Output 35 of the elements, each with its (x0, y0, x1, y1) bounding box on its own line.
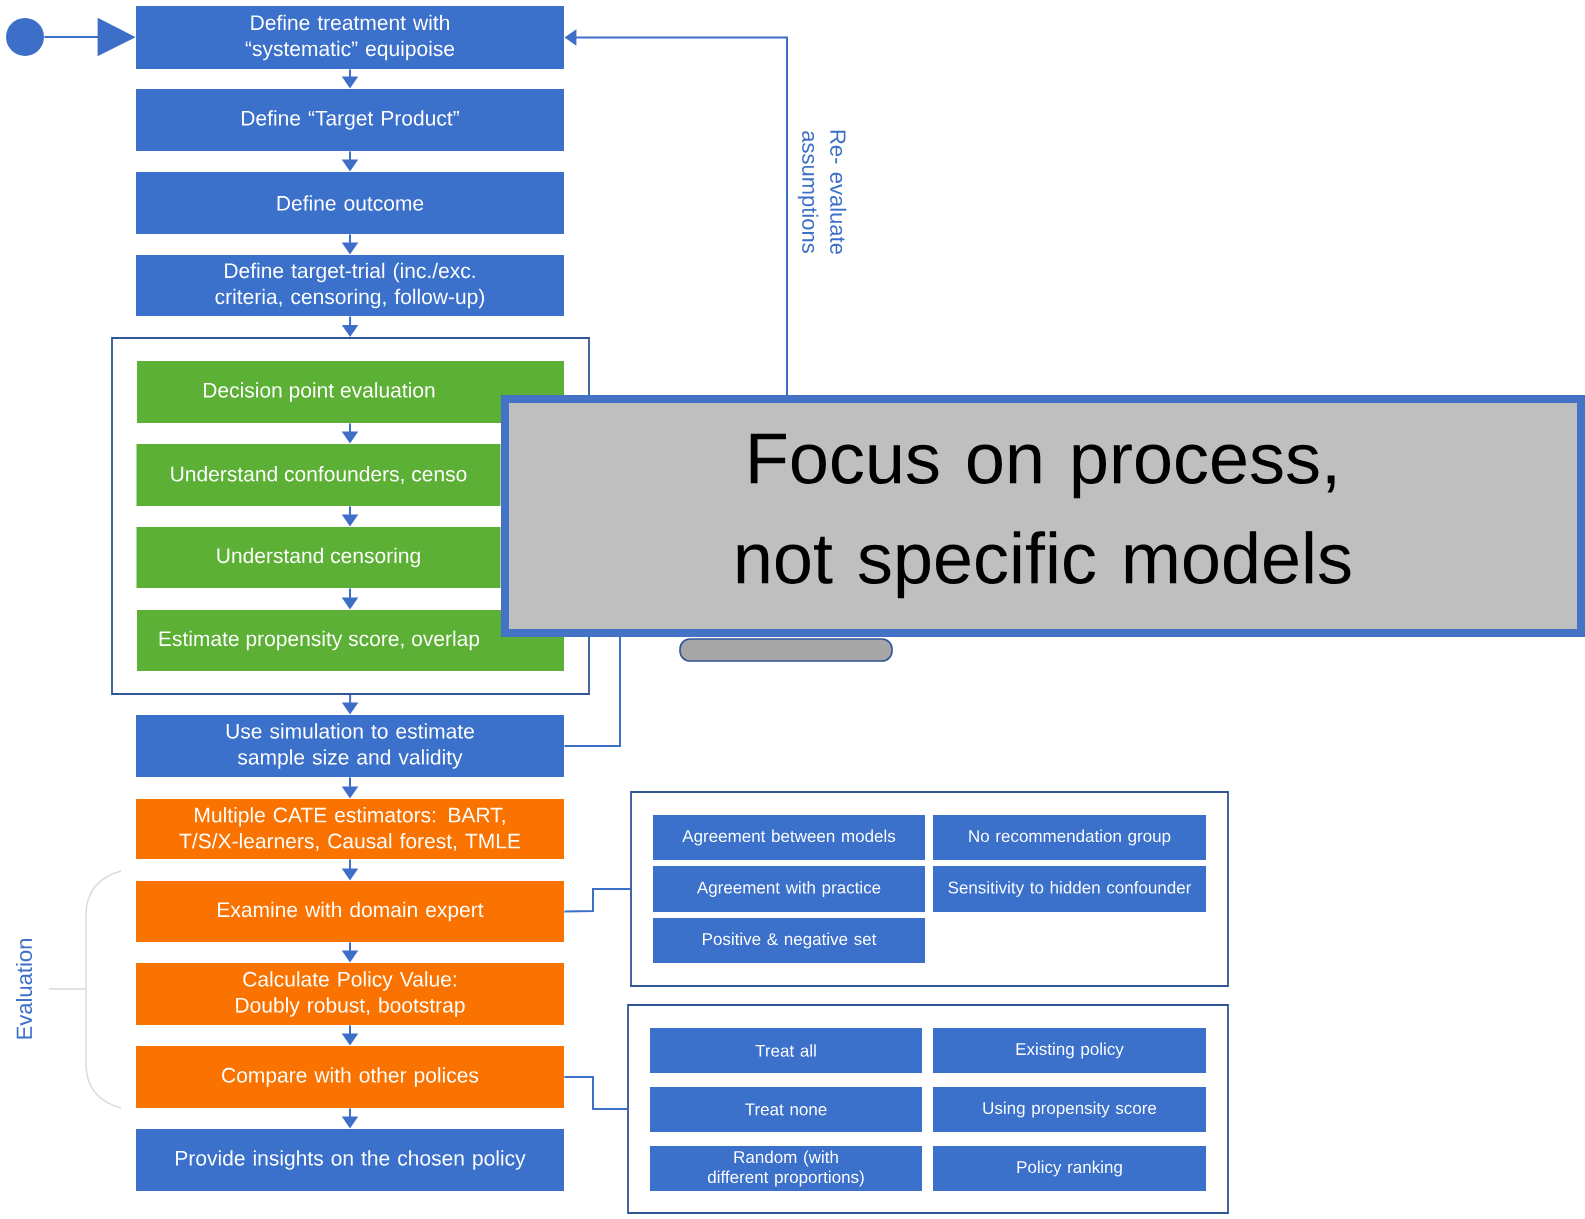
option-box: Treat none (650, 1087, 922, 1132)
option-box: Treat all (650, 1028, 922, 1073)
callout-tooltip: Focus on process, not specific models (501, 395, 1585, 637)
process-box: Examine with domain expert (136, 881, 564, 942)
process-box: Multiple CATE estimators: BART, T/S/X-learners, Causal forest, TMLE (136, 799, 564, 859)
option-box: Sensitivity to hidden confounder (933, 866, 1206, 912)
edge-label: Re- evaluate assumptions (795, 110, 849, 274)
option-box: Random (with different proportions) (650, 1146, 922, 1191)
option-box: Existing policy (933, 1028, 1206, 1073)
option-box: Using propensity score (933, 1087, 1206, 1132)
connector-line (563, 636, 621, 747)
process-box: Calculate Policy Value: Doubly robust, bootstrap (136, 963, 564, 1025)
process-box: Understand censoring (136, 527, 501, 588)
process-box: Provide insights on the chosen policy (136, 1129, 564, 1191)
option-box: Agreement with practice (653, 866, 925, 912)
process-box: Define target-trial (inc./exc. criteria, censoring, follow-up) (136, 255, 564, 316)
group-frame (630, 791, 1229, 987)
process-box: Define outcome (136, 172, 564, 234)
process-box: Define “Target Product” (136, 89, 564, 151)
option-box: No recommendation group (933, 815, 1206, 860)
option-box: Policy ranking (933, 1146, 1206, 1191)
side-label: Evaluation (15, 939, 33, 1039)
connector-line (563, 888, 632, 913)
process-box: Understand confounders, censo (136, 444, 501, 506)
process-box: Define treatment with “systematic” equipoise (136, 6, 564, 69)
process-box: Decision point evaluation (137, 361, 564, 423)
connector-line (563, 1076, 629, 1110)
rounded-box (679, 638, 893, 662)
process-box: Use simulation to estimate sample size and validity (136, 715, 564, 777)
start-circle (6, 18, 44, 56)
option-box: Positive & negative set (653, 918, 925, 963)
process-box: Estimate propensity score, overlap (137, 610, 564, 671)
process-box: Compare with other polices (136, 1046, 564, 1108)
group-frame (627, 1004, 1229, 1214)
option-box: Agreement between models (653, 815, 925, 860)
